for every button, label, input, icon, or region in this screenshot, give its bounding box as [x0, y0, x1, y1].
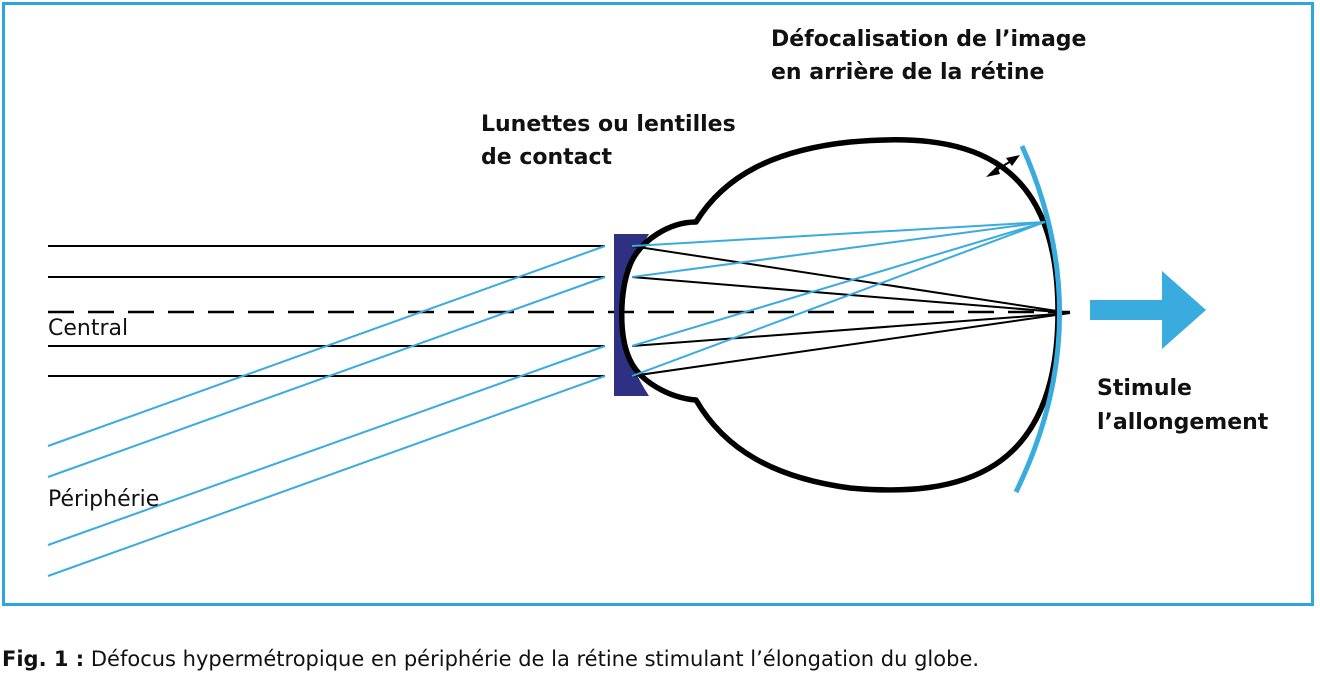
- peripheral-ray-2: [47, 276, 606, 478]
- eye-outline: [619, 137, 1061, 493]
- peripherie-label: Périphérie: [48, 487, 160, 512]
- defocus-distance-arrow: [986, 155, 1020, 177]
- stimule-label-line1: Stimule: [1097, 376, 1192, 401]
- lenses-label-line2: de contact: [481, 145, 613, 170]
- peripheral-rays: [47, 245, 606, 577]
- corrective-lens: [614, 234, 649, 396]
- peripheral-ray-3: [47, 345, 606, 546]
- inner-peripheral-rays: [631, 221, 1046, 377]
- peripheral-ray-4: [47, 375, 606, 577]
- lenses-label-line1: Lunettes ou lentilles: [481, 112, 736, 137]
- figure-caption: Fig. 1 : Défocus hypermétropique en péri…: [2, 647, 979, 671]
- elongation-arrow: [1090, 271, 1206, 349]
- defocus-label-line2: en arrière de la rétine: [771, 60, 1045, 85]
- peripheral-ray-1: [47, 245, 606, 447]
- stimule-label-line2: l’allongement: [1097, 410, 1269, 435]
- eye-diagram: [47, 137, 1206, 577]
- figure-frame: [2, 2, 1314, 606]
- central-label: Central: [48, 316, 129, 341]
- defocus-label-line1: Défocalisation de l’image: [771, 27, 1087, 52]
- caption-text: Défocus hypermétropique en périphérie de…: [84, 647, 980, 671]
- caption-prefix: Fig. 1 :: [2, 647, 85, 671]
- image-shell-arc: [1013, 144, 1062, 494]
